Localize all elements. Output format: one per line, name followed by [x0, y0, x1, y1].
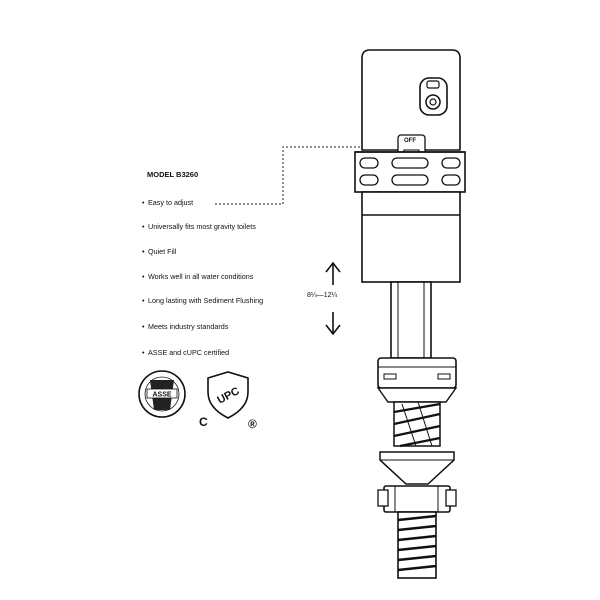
upc-registered-mark: ®	[248, 417, 257, 431]
model-number: MODEL B3260	[147, 170, 199, 179]
feature-text: Universally fits most gravity toilets	[148, 222, 256, 231]
feature-text: Long lasting with Sediment Flushing	[148, 296, 264, 305]
feature-item: •Meets industry standards	[142, 322, 229, 331]
height-arrow	[325, 261, 341, 336]
valve-shaft	[390, 281, 432, 359]
lock-nut	[383, 485, 451, 513]
feature-item: •ASSE and cUPC certified	[142, 348, 230, 357]
valve-cap	[361, 49, 461, 151]
asse-logo: ASSE	[138, 370, 186, 418]
feature-text: Quiet Fill	[148, 247, 177, 256]
feature-text: ASSE and cUPC certified	[148, 348, 230, 357]
height-range-label: 8¼—12¼	[307, 292, 338, 299]
off-switch-label: OFF	[404, 138, 416, 144]
upc-logo: UPC C ®	[199, 371, 257, 431]
feature-item: •Long lasting with Sediment Flushing	[142, 296, 264, 305]
feature-item: •Easy to adjust	[142, 198, 194, 207]
feature-item: •Quiet Fill	[142, 247, 177, 256]
asse-logo-text: ASSE	[152, 392, 171, 399]
leader-line	[215, 146, 395, 205]
feature-text: Easy to adjust	[148, 198, 194, 207]
valve-body	[361, 191, 461, 283]
feature-text: Meets industry standards	[148, 322, 229, 331]
height-lock-ring	[377, 357, 457, 389]
feature-text: Works well in all water conditions	[148, 272, 254, 281]
upc-c-mark: C	[199, 415, 208, 429]
cone-seal	[379, 451, 455, 485]
feature-item: •Works well in all water conditions	[142, 272, 254, 281]
feature-item: •Universally fits most gravity toilets	[142, 222, 256, 231]
